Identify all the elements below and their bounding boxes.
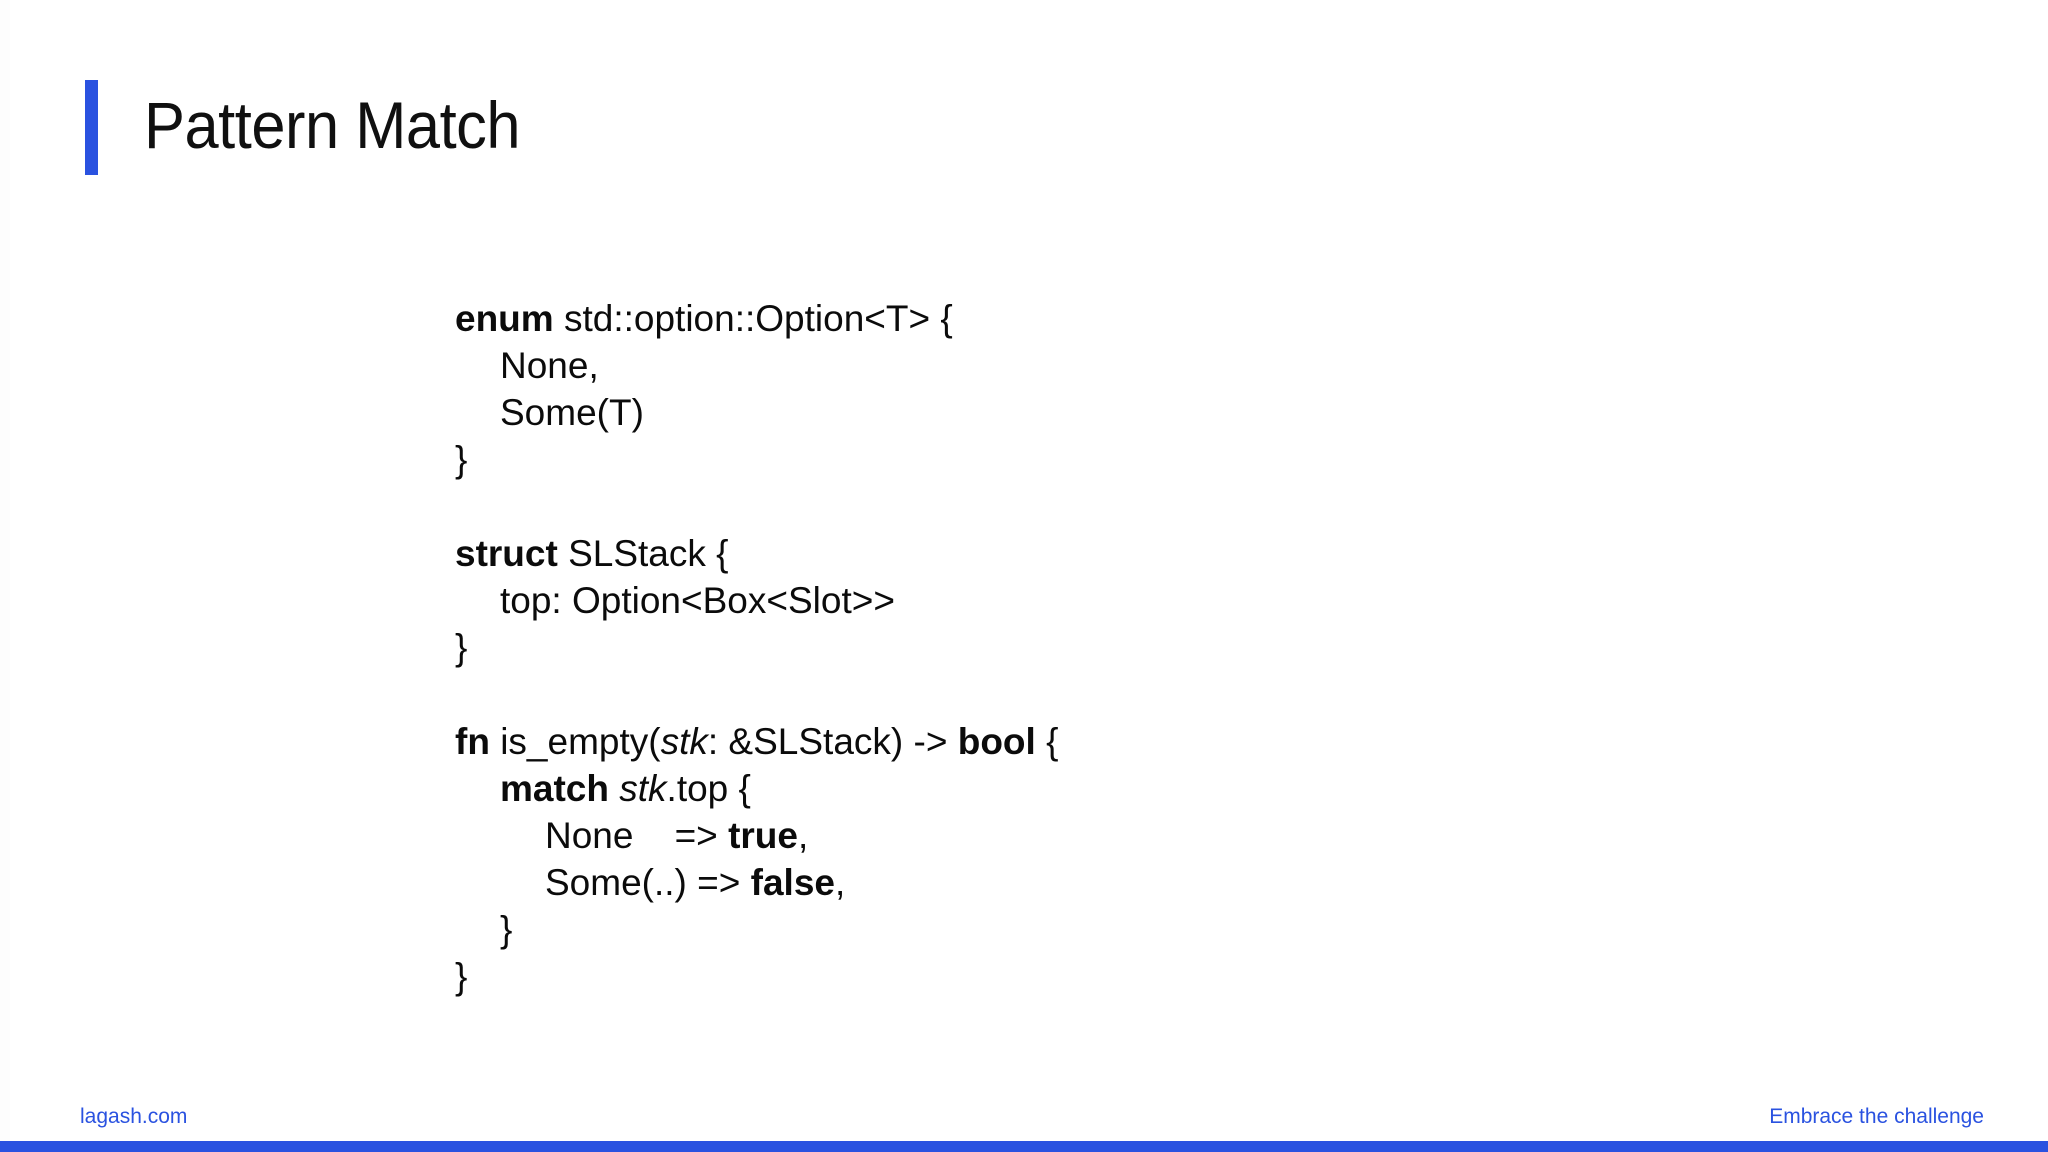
code-line: enum std::option::Option<T> {	[455, 295, 1058, 342]
code-token: ,	[834, 862, 846, 903]
code-token: Some(T)	[500, 392, 644, 433]
code-token: struct	[455, 533, 569, 574]
code-token: stk	[660, 721, 708, 762]
code-token: fn	[455, 721, 501, 762]
code-line: Some(T)	[455, 389, 1058, 436]
code-line: struct SLStack {	[455, 530, 1058, 577]
code-line: }	[455, 624, 1058, 671]
code-token: None =>	[545, 815, 729, 856]
code-token: std::option::Option<T> {	[563, 298, 953, 339]
code-token: }	[500, 909, 513, 950]
code-token: .top {	[666, 768, 751, 809]
code-token: true	[728, 815, 798, 856]
code-token: enum	[455, 298, 564, 339]
page-title: Pattern Match	[144, 88, 521, 162]
code-token: }	[455, 627, 468, 668]
code-line: }	[455, 436, 1058, 483]
left-edge-strip	[0, 0, 10, 1152]
code-token: }	[455, 956, 468, 997]
code-line: None,	[455, 342, 1058, 389]
code-token: {	[1035, 721, 1059, 762]
code-token: match	[500, 768, 620, 809]
code-line: match stk.top {	[455, 765, 1058, 812]
code-line: fn is_empty(stk: &SLStack) -> bool {	[455, 718, 1058, 765]
code-token: SLStack {	[568, 533, 729, 574]
code-line	[455, 671, 1058, 718]
code-token: is_empty(	[500, 721, 661, 762]
code-token: stk	[619, 768, 667, 809]
code-line: }	[455, 906, 1058, 953]
code-line: None => true,	[455, 812, 1058, 859]
code-line: top: Option<Box<Slot>>	[455, 577, 1058, 624]
code-block: enum std::option::Option<T> {None,Some(T…	[455, 295, 1058, 1000]
title-block: Pattern Match	[85, 78, 548, 175]
code-line	[455, 483, 1058, 530]
code-token: bool	[957, 721, 1036, 762]
code-token: }	[455, 439, 468, 480]
footer-left-label[interactable]: lagash.com	[80, 1105, 188, 1128]
code-token: : &SLStack) ->	[707, 721, 958, 762]
title-accent-bar	[85, 80, 98, 175]
code-token: Some(..) =>	[545, 862, 751, 903]
code-token: top: Option<Box<Slot>>	[500, 580, 895, 621]
code-token: None,	[500, 345, 599, 386]
code-token: ,	[797, 815, 809, 856]
code-token: false	[750, 862, 835, 903]
footer-accent-bar	[0, 1141, 2048, 1152]
code-line: Some(..) => false,	[455, 859, 1058, 906]
footer-right-label: Embrace the challenge	[1769, 1105, 1984, 1128]
code-line: }	[455, 953, 1058, 1000]
